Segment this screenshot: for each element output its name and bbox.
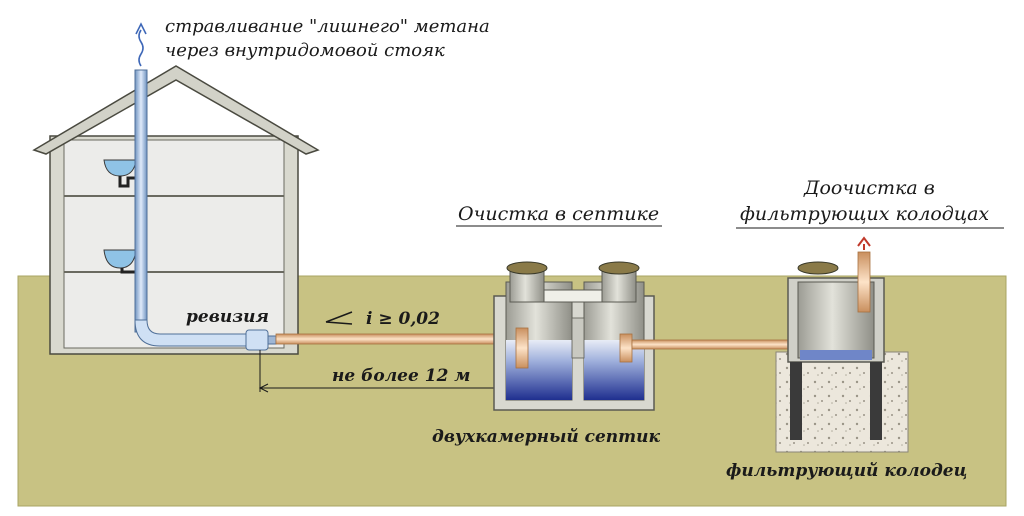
- house: [32, 65, 320, 355]
- revision-label: ревизия: [186, 307, 269, 327]
- slope-symbol: [325, 311, 353, 325]
- vent-label-line2: через внутридомовой стояк: [165, 40, 445, 61]
- septic-cleaning-heading: Очистка в септике: [458, 203, 659, 225]
- slope-label: i ≥ 0,02: [366, 309, 440, 329]
- filter-well: [775, 251, 909, 453]
- post-cleaning-heading-line1: Доочистка в: [803, 177, 935, 199]
- wavy-up-arrow-icon: [135, 22, 147, 67]
- up-arrow-icon: [857, 236, 871, 250]
- pipe-to-filter-well: [631, 339, 801, 350]
- septic-lid: [598, 261, 640, 275]
- post-cleaning-heading-line2: фильтрующих колодцах: [740, 203, 989, 225]
- two-chamber-septic-label: двухкамерный септик: [432, 427, 661, 447]
- vent-stack-pipe: [134, 69, 148, 333]
- vent-label-line1: стравливание "лишнего" метана: [165, 16, 490, 37]
- septic-lid: [506, 261, 548, 275]
- sewage-pipe-to-septic: [275, 333, 525, 345]
- distance-label: не более 12 м: [332, 366, 470, 386]
- house-roof: [32, 65, 320, 155]
- filter-well-lid: [797, 261, 839, 275]
- filter-well-label: фильтрующий колодец: [726, 461, 967, 481]
- two-chamber-septic: [493, 261, 655, 411]
